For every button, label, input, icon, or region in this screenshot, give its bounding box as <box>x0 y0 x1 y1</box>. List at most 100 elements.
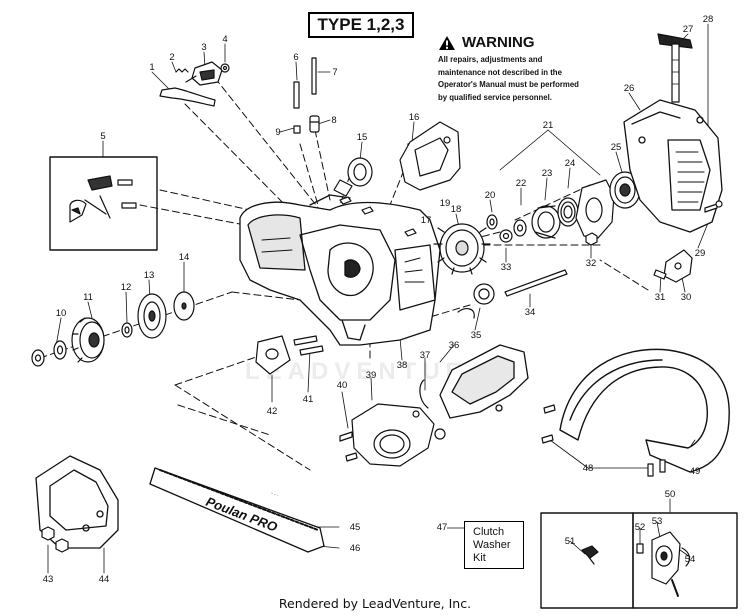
callout-45: 45 <box>350 522 361 533</box>
part-44-clutch-cover <box>35 455 119 549</box>
callout-47: 47 <box>437 522 448 533</box>
callout-52: 52 <box>635 522 646 533</box>
part-2-spring <box>175 68 189 73</box>
part-51-switch <box>581 545 599 565</box>
callout-25: 25 <box>611 142 622 153</box>
kit-box-5 <box>49 156 158 251</box>
callout-6: 6 <box>293 52 298 63</box>
callout-8: 8 <box>331 115 336 126</box>
part-14-plate <box>173 291 195 321</box>
part-19-air-baffle <box>399 121 461 191</box>
part-9-screw <box>293 125 301 134</box>
bar-chain-marks: ····· <box>269 490 279 499</box>
callout-42: 42 <box>267 406 278 417</box>
type-title: TYPE 1,2,3 <box>308 12 414 38</box>
part-53-module <box>651 531 681 597</box>
part-23-pulley <box>531 205 561 239</box>
callout-41: 41 <box>303 394 314 405</box>
part-11-clutch-drum <box>71 317 105 363</box>
callout-38: 38 <box>397 360 408 371</box>
callout-35: 35 <box>471 330 482 341</box>
part-26-starter-housing <box>623 99 723 233</box>
render-credit: Rendered by LeadVenture, Inc. <box>278 596 472 611</box>
part-48-screws <box>541 404 666 477</box>
callout-12: 12 <box>121 282 132 293</box>
callout-37: 37 <box>420 350 431 361</box>
warning-heading: WARNING <box>438 34 738 51</box>
part-45-chain <box>159 469 319 531</box>
part-49-front-handle <box>559 348 730 473</box>
callout-23: 23 <box>542 168 553 179</box>
callout-29: 29 <box>695 248 706 259</box>
callout-32: 32 <box>586 258 597 269</box>
part-5-switch-kit <box>69 175 137 223</box>
part-37-link <box>419 379 429 409</box>
callout-54: 54 <box>685 554 696 565</box>
part-41-bolts <box>293 335 324 356</box>
part-43-nuts <box>41 526 69 553</box>
callout-10: 10 <box>56 308 67 319</box>
callout-49: 49 <box>690 466 701 477</box>
callout-17: 17 <box>421 215 432 226</box>
part-40-screw <box>339 431 358 462</box>
part-30-rope-guide <box>663 249 693 283</box>
callout-51: 51 <box>565 536 576 547</box>
callout-40: 40 <box>337 380 348 391</box>
engine-housing <box>239 194 441 346</box>
callout-30: 30 <box>681 292 692 303</box>
part-parts-small-mounts <box>339 196 417 237</box>
callout-43: 43 <box>43 574 54 585</box>
callout-16: 16 <box>409 112 420 123</box>
callout-1: 1 <box>149 62 154 73</box>
callout-36: 36 <box>449 340 460 351</box>
callout-14: 14 <box>179 252 190 263</box>
part-36-hand-guard <box>439 344 529 419</box>
callout-28: 28 <box>703 14 714 25</box>
callout-22: 22 <box>516 178 527 189</box>
callout-39: 39 <box>366 370 377 381</box>
part-31-screw <box>653 269 667 280</box>
part-8-plug <box>309 115 320 133</box>
part-10-nut <box>31 349 45 367</box>
part-29-screw <box>704 200 723 213</box>
callout-11: 11 <box>83 292 93 303</box>
part-18-flywheel <box>433 223 491 275</box>
callout-48: 48 <box>583 463 594 474</box>
part-39-brake-band <box>351 403 446 467</box>
part-6-pin <box>293 81 300 109</box>
callout-18: 18 <box>451 204 462 215</box>
callout-3: 3 <box>201 42 206 53</box>
part-3-throttle-lockout <box>185 61 223 86</box>
callout-20: 20 <box>485 190 496 201</box>
part-12-washer <box>121 322 133 338</box>
part-7-pin <box>311 57 317 95</box>
kit-box-51 <box>540 512 634 609</box>
warning-heading-text: WARNING <box>462 34 535 51</box>
part-52-screw <box>636 543 644 554</box>
callout-26: 26 <box>624 83 635 94</box>
clutch-washer-kit-label: Clutch Washer Kit <box>464 521 524 569</box>
warning-block: WARNING All repairs, adjustments and mai… <box>438 34 738 104</box>
callout-19: 19 <box>440 198 451 209</box>
part-42-adjuster <box>255 335 291 375</box>
callout-34: 34 <box>525 307 536 318</box>
callout-50: 50 <box>665 489 676 500</box>
callout-53: 53 <box>652 516 663 527</box>
part-13-clutch <box>137 293 167 339</box>
part-20-washer <box>486 214 498 230</box>
part-10b-washer <box>53 340 67 360</box>
callout-9: 9 <box>275 127 280 138</box>
callout-31: 31 <box>655 292 666 303</box>
callout-46: 46 <box>350 543 361 554</box>
callout-4: 4 <box>222 34 227 45</box>
part-22-bushing <box>513 219 527 237</box>
callout-27: 27 <box>683 24 694 35</box>
part-27-starter-grip <box>657 33 693 103</box>
callout-5: 5 <box>100 131 105 142</box>
callout-33: 33 <box>501 262 512 273</box>
part-25-spring-housing <box>609 171 641 209</box>
warning-text: All repairs, adjustments and maintenance… <box>438 55 579 102</box>
kit-box-52-54 <box>632 512 738 609</box>
warning-icon <box>439 35 455 50</box>
